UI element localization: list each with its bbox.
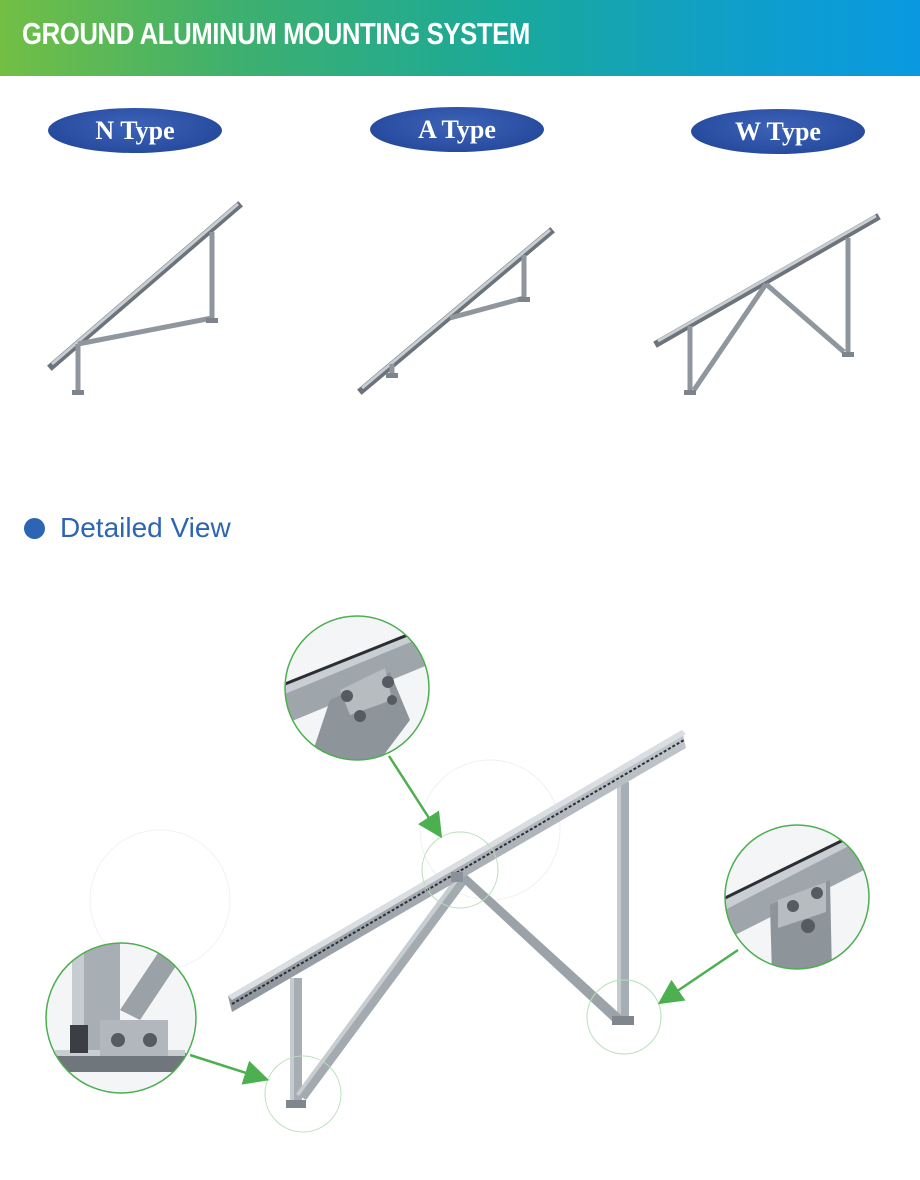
type-structures-illustration (47, 201, 881, 395)
base-joint-callout (45, 942, 197, 1094)
section-bullet-icon (24, 518, 45, 539)
a-type-badge: A Type (370, 107, 544, 152)
w-structure-detail (228, 730, 686, 1108)
detail-section-title: Detailed View (60, 512, 231, 543)
banner-title: GROUND ALUMINUM MOUNTING SYSTEM (22, 16, 530, 51)
top-joint-callout (284, 615, 430, 761)
header-banner: GROUND ALUMINUM MOUNTING SYSTEM (0, 0, 920, 76)
w-type-structure (653, 213, 881, 395)
n-type-badge: N Type (48, 108, 222, 153)
w-type-badge: W Type (691, 109, 865, 154)
a-type-structure (357, 227, 555, 395)
n-type-structure (47, 201, 243, 395)
rear-joint-callout (724, 824, 870, 970)
